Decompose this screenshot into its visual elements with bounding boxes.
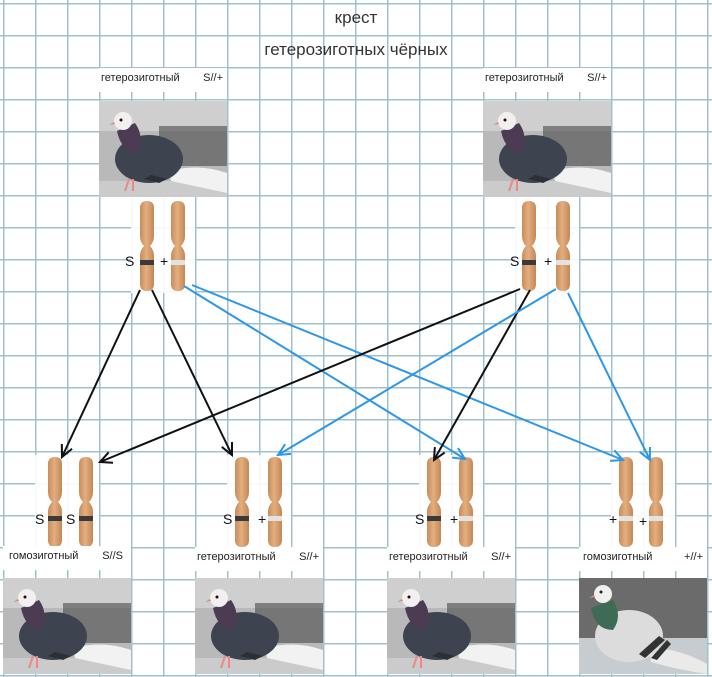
arrow-line bbox=[99, 288, 521, 463]
inheritance-arrow bbox=[276, 288, 557, 457]
zygosity-label: гетерозиготный bbox=[197, 551, 276, 563]
parent-2-label: гетерозиготный S//+ bbox=[483, 68, 611, 92]
arrow-line bbox=[61, 289, 141, 458]
offspring-2-label: гетерозиготный S//+ bbox=[195, 547, 323, 571]
allele-label: S bbox=[223, 511, 233, 527]
parent-2-chromosome-pair: S + bbox=[510, 197, 579, 293]
chromosome-plus bbox=[553, 200, 573, 292]
arrow-line bbox=[277, 288, 557, 456]
inheritance-arrow bbox=[191, 284, 626, 462]
offspring-3-label: гетерозиготный S//+ bbox=[387, 547, 515, 571]
diagram-title-line2: гетерозиготных чёрных bbox=[264, 40, 448, 59]
allele-label: + bbox=[450, 511, 459, 527]
chromosome-S bbox=[424, 456, 444, 548]
allele-label: S bbox=[125, 253, 135, 269]
offspring-3-chromosome-pair: S + bbox=[415, 455, 483, 548]
genotype-label: S//+ bbox=[587, 72, 607, 84]
parent-1-chromosome-pair: S + bbox=[125, 197, 195, 293]
arrow-line bbox=[433, 289, 531, 461]
chromosome-S bbox=[519, 200, 539, 292]
genotype-label: +//+ bbox=[684, 551, 703, 563]
inheritance-arrow bbox=[183, 285, 467, 461]
arrowhead-icon bbox=[97, 451, 114, 464]
zygosity-label: гомозиготный bbox=[583, 551, 653, 563]
arrow-line bbox=[183, 285, 466, 460]
parent-1-label: гетерозиготный S//+ bbox=[99, 68, 227, 92]
zygosity-label: гетерозиготный bbox=[485, 72, 564, 84]
chromosome-plus bbox=[616, 456, 636, 548]
allele-label: + bbox=[160, 253, 169, 269]
black-pigeon-photo bbox=[3, 578, 131, 674]
genotype-label: S//+ bbox=[491, 551, 511, 563]
black-pigeon-photo bbox=[195, 578, 323, 674]
black-pigeon-photo bbox=[99, 101, 227, 197]
offspring-1-chromosome-pair: S S bbox=[35, 455, 99, 547]
genotype-label: S//+ bbox=[299, 551, 319, 563]
blue-bar-pigeon-photo bbox=[579, 578, 707, 674]
arrowhead-icon bbox=[276, 443, 292, 457]
allele-label: S bbox=[35, 511, 45, 527]
offspring-4-label: гомозиготный +//+ bbox=[579, 547, 707, 571]
allele-label: + bbox=[639, 513, 648, 529]
inheritance-arrow bbox=[151, 289, 234, 458]
chromosome-plus bbox=[265, 456, 285, 548]
inheritance-arrow bbox=[432, 289, 531, 463]
diagram-title-line1: крест bbox=[334, 8, 378, 27]
chromosome-S bbox=[76, 456, 96, 548]
chromosome-plus bbox=[646, 456, 666, 548]
zygosity-label: гетерозиготный bbox=[389, 551, 468, 563]
offspring-2-chromosome-pair: S + bbox=[223, 455, 291, 548]
arrow-line bbox=[151, 289, 233, 456]
inheritance-arrow bbox=[567, 292, 652, 463]
chromosome-S bbox=[137, 200, 157, 292]
genotype-label: S//+ bbox=[203, 72, 223, 84]
offspring-1-label: гомозиготный S//S bbox=[3, 546, 131, 570]
black-pigeon-photo bbox=[387, 578, 515, 674]
chromosome-plus bbox=[456, 456, 476, 548]
chromosome-plus bbox=[168, 200, 188, 292]
chromosome-S bbox=[232, 456, 252, 548]
allele-label: + bbox=[258, 511, 267, 527]
arrowhead-icon bbox=[221, 441, 234, 458]
allele-label: + bbox=[544, 253, 553, 269]
zygosity-label: гетерозиготный bbox=[101, 72, 180, 84]
allele-label: + bbox=[609, 511, 618, 527]
genotype-label: S//S bbox=[102, 550, 123, 562]
allele-label: S bbox=[510, 253, 520, 269]
arrow-line bbox=[567, 292, 651, 461]
inheritance-arrow bbox=[60, 289, 141, 460]
zygosity-label: гомозиготный bbox=[9, 550, 79, 562]
arrow-line bbox=[191, 284, 624, 461]
allele-label: S bbox=[66, 511, 76, 527]
allele-label: S bbox=[415, 511, 425, 527]
chromosome-S bbox=[45, 456, 65, 548]
inheritance-arrow bbox=[97, 288, 521, 464]
offspring-4-chromosome-pair: + + bbox=[609, 455, 675, 548]
black-pigeon-photo bbox=[483, 101, 611, 197]
